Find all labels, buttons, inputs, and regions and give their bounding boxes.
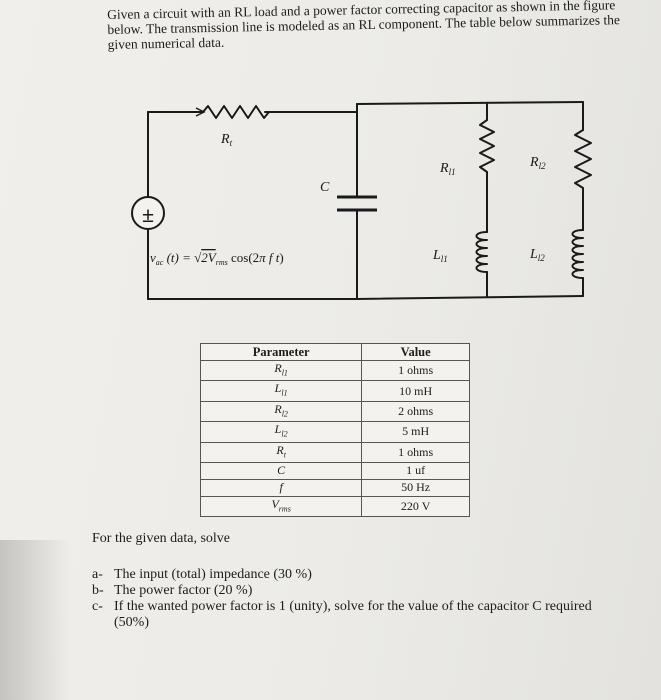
resistor-rt — [202, 105, 270, 119]
inductor-ll2 — [571, 229, 584, 279]
table-row: Rl1 1 ohms — [199, 359, 470, 382]
question-marker: b- — [92, 583, 104, 598]
table-row: Rt 1 ohms — [199, 441, 470, 463]
question-item: a- The input (total) impedance (30 %) — [92, 567, 612, 583]
value-cell: 1 ohms — [361, 359, 470, 382]
table-row: C 1 uf — [199, 461, 470, 480]
current-arrow — [195, 107, 206, 117]
value-cell: 1 ohms — [361, 441, 470, 463]
param-cell: Rl2 — [199, 400, 363, 423]
param-cell: Rt — [199, 441, 363, 463]
table-row: Ll2 5 mH — [199, 421, 470, 443]
param-cell: C — [199, 461, 363, 480]
resistor-rl1 — [479, 119, 495, 173]
param-subscript: l2 — [281, 429, 288, 439]
question-text: The power factor (20 %) — [114, 583, 253, 598]
param-cell: Ll2 — [199, 421, 363, 443]
page-shadow — [0, 540, 70, 700]
label-rl1: Rl1 — [439, 161, 456, 177]
table-row: Ll1 10 mH — [199, 380, 470, 402]
table-row: Vrms 220 V — [199, 495, 470, 518]
question-item: b- The power factor (20 %) — [92, 583, 612, 599]
header-value: Value — [361, 343, 470, 361]
param-cell: Ll1 — [199, 380, 363, 402]
question-list: a- The input (total) impedance (30 %) b-… — [92, 567, 612, 631]
resistor-rl2 — [574, 129, 592, 189]
param-cell: Rl1 — [199, 359, 363, 382]
param-subscript: l1 — [281, 388, 288, 398]
question-marker: a- — [92, 567, 103, 582]
header-parameter: Parameter — [199, 343, 363, 361]
instruction-text: For the given data, solve — [92, 531, 231, 546]
wire-top-right — [356, 101, 584, 105]
table-row: f 50 Hz — [199, 478, 470, 497]
param-subscript: t — [283, 449, 286, 459]
table-header-row: Parameter Value — [199, 343, 470, 361]
label-ll2: Ll2 — [529, 247, 545, 263]
value-cell: 2 ohms — [361, 400, 470, 423]
param-subscript: l2 — [281, 409, 288, 419]
label-rt: Rt — [220, 132, 233, 148]
param-cell: Vrms — [199, 495, 363, 518]
source-symbol: ± — [142, 202, 154, 227]
question-item: c- If the wanted power factor is 1 (unit… — [92, 599, 612, 631]
inductor-ll1 — [475, 231, 488, 273]
question-text: The input (total) impedance (30 %) — [114, 567, 312, 582]
ac-source-icon — [131, 196, 165, 230]
value-cell: 220 V — [361, 495, 470, 518]
label-c: C — [320, 180, 330, 195]
wire-bottom — [147, 295, 584, 300]
question-text: If the wanted power factor is 1 (unity),… — [114, 599, 592, 630]
label-rl2: Rl2 — [529, 155, 546, 171]
value-cell: 10 mH — [361, 380, 470, 402]
question-marker: c- — [92, 599, 103, 614]
value-cell: 5 mH — [361, 421, 470, 443]
parameter-table: Parameter Value Rl1 1 ohms Ll1 10 mH Rl2… — [199, 343, 470, 518]
value-cell: 1 uf — [361, 461, 470, 480]
table-row: Rl2 2 ohms — [199, 400, 470, 423]
label-ll1: Ll1 — [432, 248, 448, 264]
param-cell: f — [199, 478, 363, 497]
source-expression: vac (t) = √2Vrms cos(2π f t) — [150, 250, 284, 267]
param-subscript: rms — [278, 504, 291, 514]
param-subscript: l1 — [281, 368, 288, 378]
value-cell: 50 Hz — [361, 478, 470, 497]
